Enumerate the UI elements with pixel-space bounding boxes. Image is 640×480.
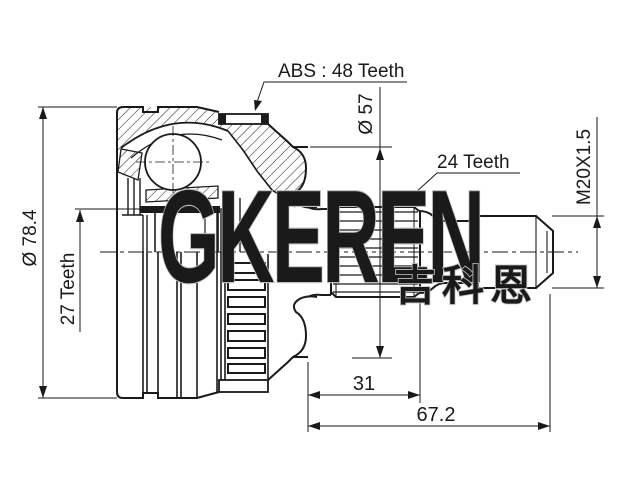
- housing-boot-groove-bottom: [292, 295, 318, 358]
- leader-abs: [254, 81, 407, 111]
- abs-ring-teeth: [218, 254, 269, 393]
- shaft-neck: [418, 210, 478, 222]
- spline-shaft: [307, 206, 478, 298]
- ball-bearing: [136, 126, 210, 200]
- label-spline-length: 31: [353, 373, 375, 395]
- label-outer-diameter: Ø 78.4: [20, 209, 41, 266]
- ball-track-arc: [120, 121, 229, 149]
- label-inner-spline: 27 Teeth: [58, 253, 79, 326]
- circlip-section: [117, 148, 143, 181]
- housing-boot-groove: [292, 146, 318, 209]
- dim-inner-spline: [75, 208, 147, 332]
- dim-stub-length: [308, 294, 551, 432]
- watermark-cjk: 吉科恩: [394, 262, 538, 309]
- housing-elevation: [116, 252, 318, 399]
- watermark: GKEREN 吉科恩: [157, 162, 538, 312]
- abs-ring-rim: [218, 379, 269, 393]
- label-abs-ring: ABS : 48 Teeth: [278, 61, 404, 82]
- housing-wall-hatch: [117, 107, 308, 207]
- dimensions: [38, 81, 604, 432]
- dim-outer-diameter: [38, 106, 117, 399]
- label-shaft-spline: 24 Teeth: [437, 152, 510, 173]
- dimension-labels: ABS : 48 Teeth 24 Teeth M20X1.5 Ø 78.4 2…: [20, 61, 595, 426]
- dim-spline-length: [307, 300, 421, 432]
- housing-section: [116, 106, 318, 392]
- inner-race-section: [140, 206, 220, 252]
- dim-step-diameter: [310, 87, 392, 359]
- thread-stub: [477, 215, 554, 289]
- label-stub-length: 67.2: [417, 404, 456, 426]
- watermark-latin: GKEREN: [158, 163, 482, 311]
- leader-spline: [402, 172, 520, 205]
- abs-ring-section: [218, 113, 269, 125]
- label-step-diameter: Ø 57: [356, 93, 377, 134]
- cage-section: [145, 185, 219, 203]
- dim-thread: [552, 117, 604, 289]
- label-thread: M20X1.5: [574, 129, 595, 205]
